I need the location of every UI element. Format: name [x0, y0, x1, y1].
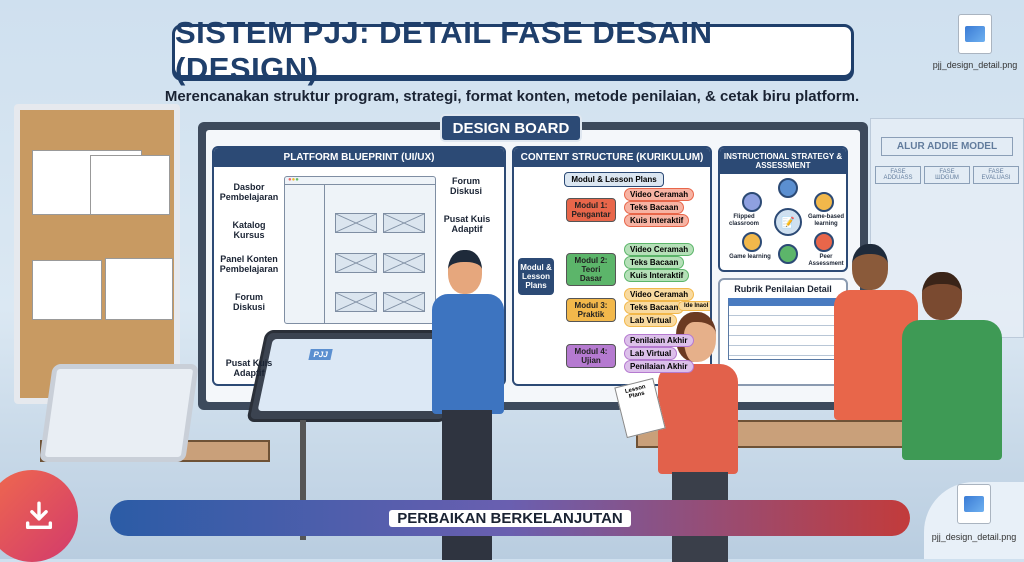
- strategy-panel: INSTRUCTIONAL STRATEGY & ASSESSMENT 📝 Fl…: [718, 146, 848, 272]
- lesson-item: Lab Virtual: [624, 314, 678, 327]
- storyboard-card: [90, 155, 170, 215]
- poster-phase: FASE ADDUASS: [875, 166, 921, 184]
- game-icon: [742, 232, 762, 252]
- label-kuis-bottom: Pusat Kuis Adaptif: [225, 358, 273, 378]
- lesson-plan-icon: 📝: [774, 208, 802, 236]
- rubric-panel: Rubrik Penilaian Detail: [718, 278, 848, 386]
- lesson-item: Kuis Interaktif: [624, 214, 690, 227]
- strategy-label: Game learning: [729, 254, 771, 260]
- lesson-item: Video Ceramah: [624, 188, 695, 201]
- tablet-label: PJJ: [308, 349, 333, 360]
- root-node: Modul & Lesson Plans: [518, 258, 554, 295]
- strategy-label: Game-based learning: [807, 214, 844, 227]
- module-node: Modul 3: Praktik: [566, 298, 616, 322]
- module-node: Modul 1: Pengantar: [566, 198, 616, 222]
- rubric-table: [728, 298, 838, 360]
- file-bottom[interactable]: pjj_design_detail.png: [924, 482, 1024, 559]
- content-panel: CONTENT STRUCTURE (KURIKULUM) Modul & Le…: [512, 146, 712, 386]
- page-title: SISTEM PJJ: DETAIL FASE DESAIN (DESIGN): [172, 15, 854, 86]
- classroom-icon: [742, 192, 762, 212]
- label-kuis: Pusat Kuis Adaptif: [443, 214, 491, 234]
- label-forum: Forum Diskusi: [232, 292, 265, 312]
- lesson-item: Penilaian Akhir: [624, 334, 694, 347]
- note-icon: [778, 178, 798, 198]
- label-panel-konten: Panel Konten Pembelajaran: [219, 254, 279, 274]
- poster-phase: FASE EVALUASI: [973, 166, 1019, 184]
- download-button[interactable]: [0, 470, 78, 562]
- content-header: Modul & Lesson Plans: [564, 172, 664, 187]
- wireframe-window: ●●●: [284, 176, 436, 324]
- lesson-item: Lab Virtual: [624, 347, 678, 360]
- loop-label: PERBAIKAN BERKELANJUTAN: [389, 509, 631, 527]
- cork-board: [14, 104, 180, 404]
- gamepad-icon: [814, 192, 834, 212]
- file-name: pjj_design_detail.png: [931, 532, 1017, 542]
- image-file-icon: [958, 14, 992, 54]
- panel-title: INSTRUCTIONAL STRATEGY & ASSESSMENT: [720, 148, 846, 174]
- file-name: pjj_design_detail.png: [932, 60, 1018, 70]
- continuous-improvement-arrow: PERBAIKAN BERKELANJUTAN: [110, 500, 910, 536]
- rubric-title: Rubrik Penilaian Detail: [734, 284, 832, 294]
- label-dasbor: Dasbor Pembelajaran: [219, 182, 279, 202]
- board-label: DESIGN BOARD: [440, 114, 582, 142]
- strategy-label: Peer Assessment: [808, 254, 844, 267]
- man-green: [896, 272, 1024, 472]
- download-icon: [25, 501, 53, 530]
- woman: Lesson Plans: [614, 312, 740, 562]
- lesson-item: Video Ceramah: [624, 243, 695, 256]
- lesson-item: Teks Bacaan: [624, 201, 685, 214]
- lesson-item: Video Ceramah: [624, 288, 695, 301]
- check-icon: [778, 244, 798, 264]
- module-node: Modul 2: Teori Dasar: [566, 253, 616, 286]
- lesson-item: Teks Bacaan: [624, 256, 685, 269]
- panel-title: CONTENT STRUCTURE (KURIKULUM): [514, 148, 710, 167]
- module-node: Modul 4: Ujian: [566, 344, 616, 368]
- tablet: [39, 364, 199, 462]
- lesson-item: Kuis Interaktif: [624, 269, 690, 282]
- lesson-item: Penilaian Akhir: [624, 360, 694, 373]
- label-forum-top: Forum Diskusi: [449, 176, 482, 196]
- poster-phase: FASE ШDGUM: [924, 166, 970, 184]
- strategy-label: Flipped classroom: [728, 214, 759, 227]
- storyboard-card: [32, 260, 102, 320]
- subtitle: Merencanakan struktur program, strategi,…: [164, 88, 860, 105]
- lesson-item-extra: Ide Inaol: [678, 301, 710, 311]
- storyboard-card: [105, 258, 173, 320]
- poster-title: ALUR ADDIE MODEL: [881, 137, 1013, 156]
- peer-icon: [814, 232, 834, 252]
- image-file-icon: [957, 484, 991, 524]
- table-leg: [300, 420, 306, 540]
- label-katalog: Katalog Kursus: [232, 220, 266, 240]
- file-top[interactable]: pjj_design_detail.png: [930, 14, 1020, 70]
- panel-title: PLATFORM BLUEPRINT (UI/UX): [214, 148, 504, 167]
- lesson-item: Teks Bacaan: [624, 301, 685, 314]
